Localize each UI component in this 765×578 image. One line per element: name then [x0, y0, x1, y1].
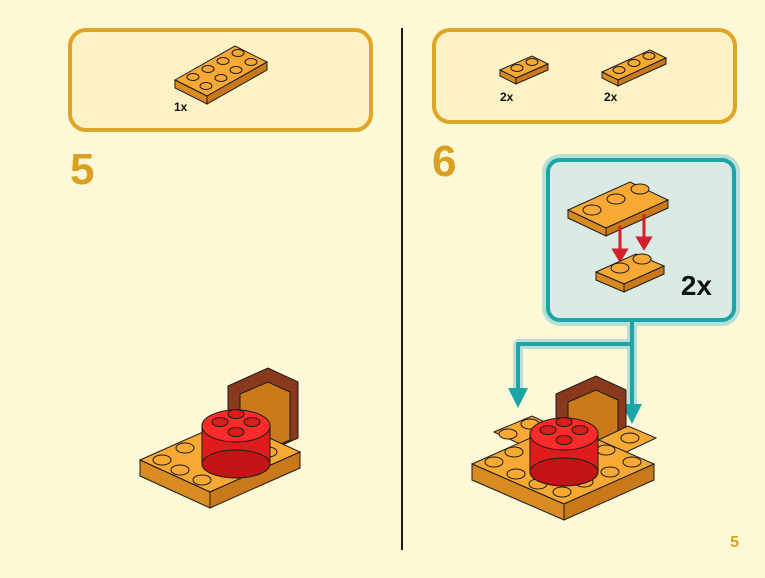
page-number: 5	[730, 534, 739, 551]
step5-number: 5	[70, 145, 95, 194]
orange-plate-1x2-icon	[498, 55, 550, 85]
step6-part1-qty: 2x	[500, 90, 514, 104]
step6-parts-list	[432, 28, 737, 124]
orange-plate-1x3-icon	[600, 49, 668, 87]
step6-number: 6	[432, 137, 457, 186]
step5-parts-list	[68, 28, 373, 132]
step6-part2-qty: 2x	[604, 90, 618, 104]
step5-part-qty: 1x	[174, 100, 188, 114]
step-divider	[401, 28, 403, 550]
callout-qty: 2x	[680, 270, 712, 301]
